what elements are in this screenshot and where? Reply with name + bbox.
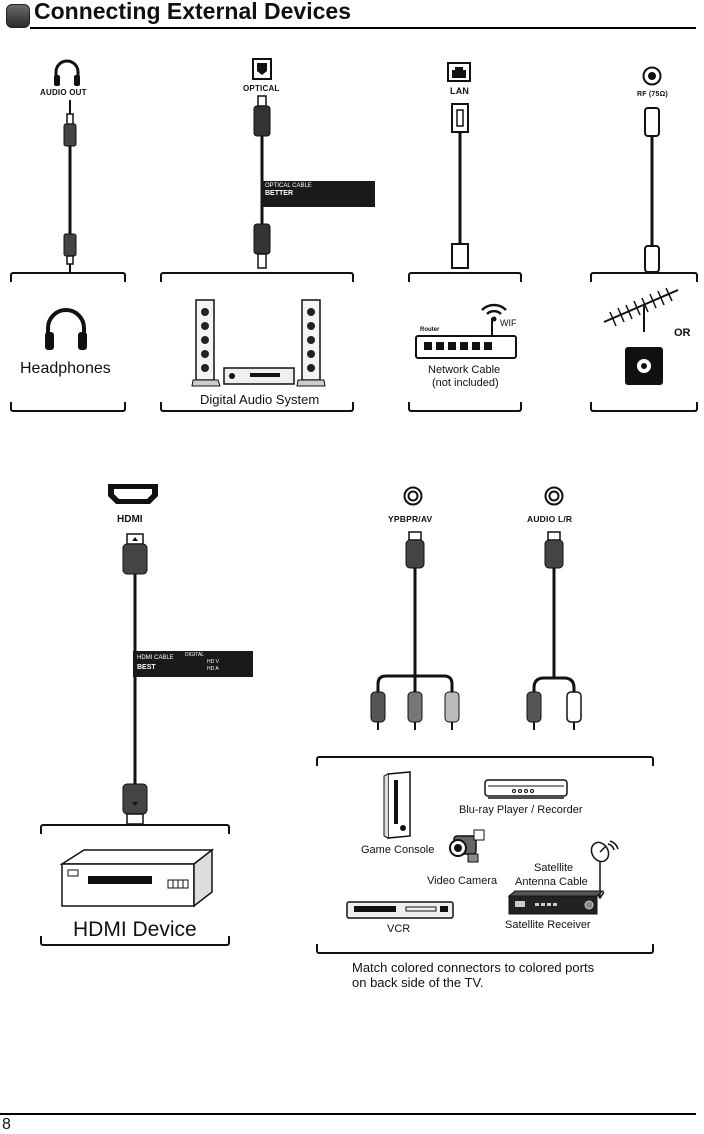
rf-bracket-top [590, 272, 698, 282]
not-included-label: (not included) [432, 377, 499, 389]
rf-port-icon [642, 66, 662, 86]
audio-lr-cable [526, 531, 582, 730]
headphones-bracket-top [10, 272, 126, 282]
header-rule [30, 27, 696, 29]
network-bracket-top [408, 272, 522, 282]
game-console-label: Game Console [361, 844, 435, 856]
page-title: Connecting External Devices [34, 0, 351, 24]
page-number: 8 [2, 1116, 11, 1133]
hdmi-device-icon [59, 848, 215, 908]
satellite-cable-label-2: Antenna Cable [515, 876, 588, 888]
network-bracket-bottom [408, 402, 522, 412]
rf-bracket-bottom [590, 402, 698, 412]
optical-tag-line1: OPTICAL CABLE [265, 183, 312, 189]
wifi-icon [481, 303, 507, 322]
lan-label: LAN [450, 86, 470, 96]
vcr-icon [346, 901, 454, 919]
antenna-icon [603, 287, 679, 332]
or-label: OR [674, 327, 691, 339]
hdmi-label: HDMI [117, 514, 143, 525]
hdmi-tag-hdv: HD V [207, 659, 219, 665]
hdmi-tag-digital: DIGITAL [185, 652, 205, 658]
optical-cable-tag: OPTICAL CABLE BETTER [261, 181, 375, 207]
digital-audio-label: Digital Audio System [200, 392, 320, 407]
game-console-icon [383, 771, 411, 839]
lan-port-icon [447, 62, 471, 82]
footer-rule [0, 1113, 696, 1115]
ypbpr-av-label: YPBPR/AV [388, 514, 433, 524]
hdmi-tag-line2: BEST [137, 664, 156, 671]
vcr-label: VCR [387, 923, 411, 935]
hdmi-tag-hda: HD A [207, 666, 219, 672]
section-icon [6, 4, 30, 28]
headphones-port-icon [54, 59, 80, 86]
rf-cable [644, 107, 660, 273]
audio-system-bracket-top [160, 272, 354, 282]
headphone-cable [63, 100, 77, 272]
rf-label: RF (75Ω) [637, 91, 668, 98]
optical-cable [253, 95, 271, 269]
satellite-receiver-label: Satellite Receiver [505, 919, 591, 931]
optical-tag-line2: BETTER [265, 190, 293, 197]
audio-system-bracket-bottom [160, 402, 354, 412]
hdmi-cable [122, 533, 148, 825]
headphones-bracket-bottom [10, 402, 126, 412]
hdmi-port-icon [108, 484, 158, 504]
audio-out-label: AUDIO OUT [40, 88, 87, 97]
satellite-cable-label-1: Satellite [534, 862, 574, 874]
optical-label: OPTICAL [243, 84, 280, 93]
note-line-1: Match colored connectors to colored port… [352, 960, 595, 975]
hdmi-device-label: HDMI Device [73, 918, 197, 941]
video-camera-icon [449, 829, 485, 863]
audio-lr-label: AUDIO L/R [527, 514, 573, 524]
hdmi-cable-tag: HDMI CABLE BEST DIGITAL HD V HD A [133, 651, 253, 677]
optical-port-icon [252, 58, 272, 80]
audio-lr-port-icon [544, 486, 564, 506]
headphones-label: Headphones [20, 360, 111, 377]
bluray-player-icon [484, 779, 568, 799]
video-camera-label: Video Camera [427, 875, 498, 887]
digital-audio-system-icon [191, 299, 326, 387]
network-cable-label: Network Cable [428, 364, 501, 376]
router-label: Router [420, 327, 440, 333]
ypbpr-port-icon [403, 486, 423, 506]
headphones-icon [45, 308, 87, 350]
wall-coax-outlet-icon [625, 347, 663, 385]
wifi-label: WIF [500, 318, 517, 328]
hdmi-device-bracket-bottom [40, 936, 230, 946]
bluray-label: Blu-ray Player / Recorder [459, 804, 583, 816]
network-cable [451, 103, 469, 269]
av-devices-bracket-top [316, 756, 654, 766]
satellite-receiver-icon [507, 890, 605, 915]
hdmi-device-bracket-top [40, 824, 230, 834]
component-av-cable [370, 531, 460, 730]
hdmi-tag-line1: HDMI CABLE [137, 655, 174, 661]
router-icon [415, 318, 517, 359]
av-devices-bracket-bottom [316, 944, 654, 954]
note-line-2: on back side of the TV. [352, 975, 484, 990]
